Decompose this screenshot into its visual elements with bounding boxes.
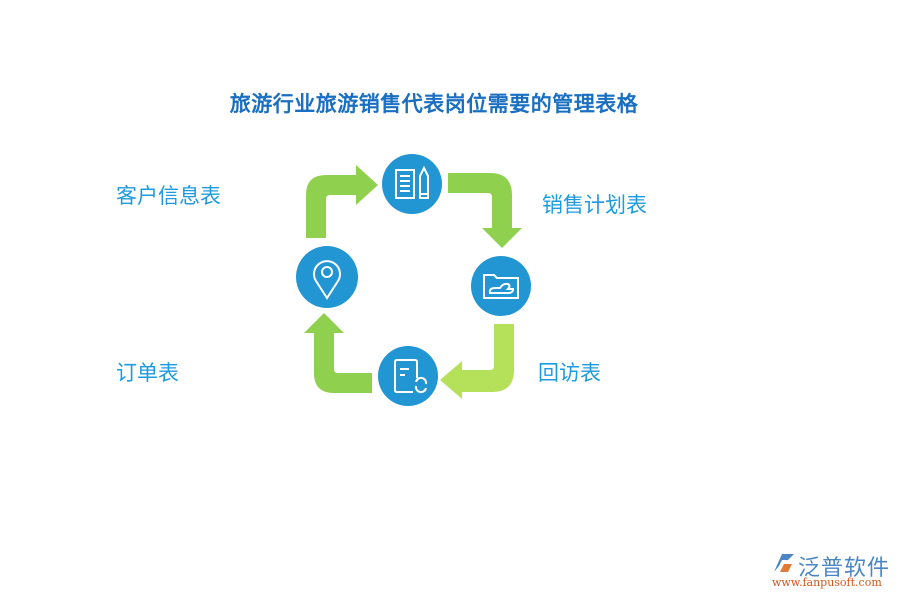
document-pencil-icon <box>395 165 429 199</box>
arrow-top-to-right <box>448 173 522 248</box>
logo-url: www.fanpusoft.com <box>772 576 882 589</box>
node-customer-info <box>296 246 358 308</box>
arrow-bottom-to-left <box>304 313 372 393</box>
document-refresh-icon <box>394 359 428 394</box>
arrow-right-to-bottom <box>440 324 514 399</box>
node-follow-up <box>471 256 531 316</box>
location-pin-icon <box>313 260 341 300</box>
folder-hand-icon <box>483 274 519 299</box>
logo-name: 泛普软件 <box>798 556 891 581</box>
label-order: 订单表 <box>116 361 179 385</box>
node-sales-plan <box>382 154 442 214</box>
node-order <box>378 346 438 406</box>
label-sales-plan: 销售计划表 <box>542 193 647 217</box>
arrow-left-to-top <box>306 165 378 238</box>
logo-mark-icon <box>774 554 794 572</box>
page-title: 旅游行业旅游销售代表岗位需要的管理表格 <box>229 92 639 116</box>
brand-logo: 泛普软件 www.fanpusoft.com <box>768 550 896 594</box>
label-customer-info: 客户信息表 <box>116 184 221 208</box>
label-follow-up: 回访表 <box>538 361 601 385</box>
